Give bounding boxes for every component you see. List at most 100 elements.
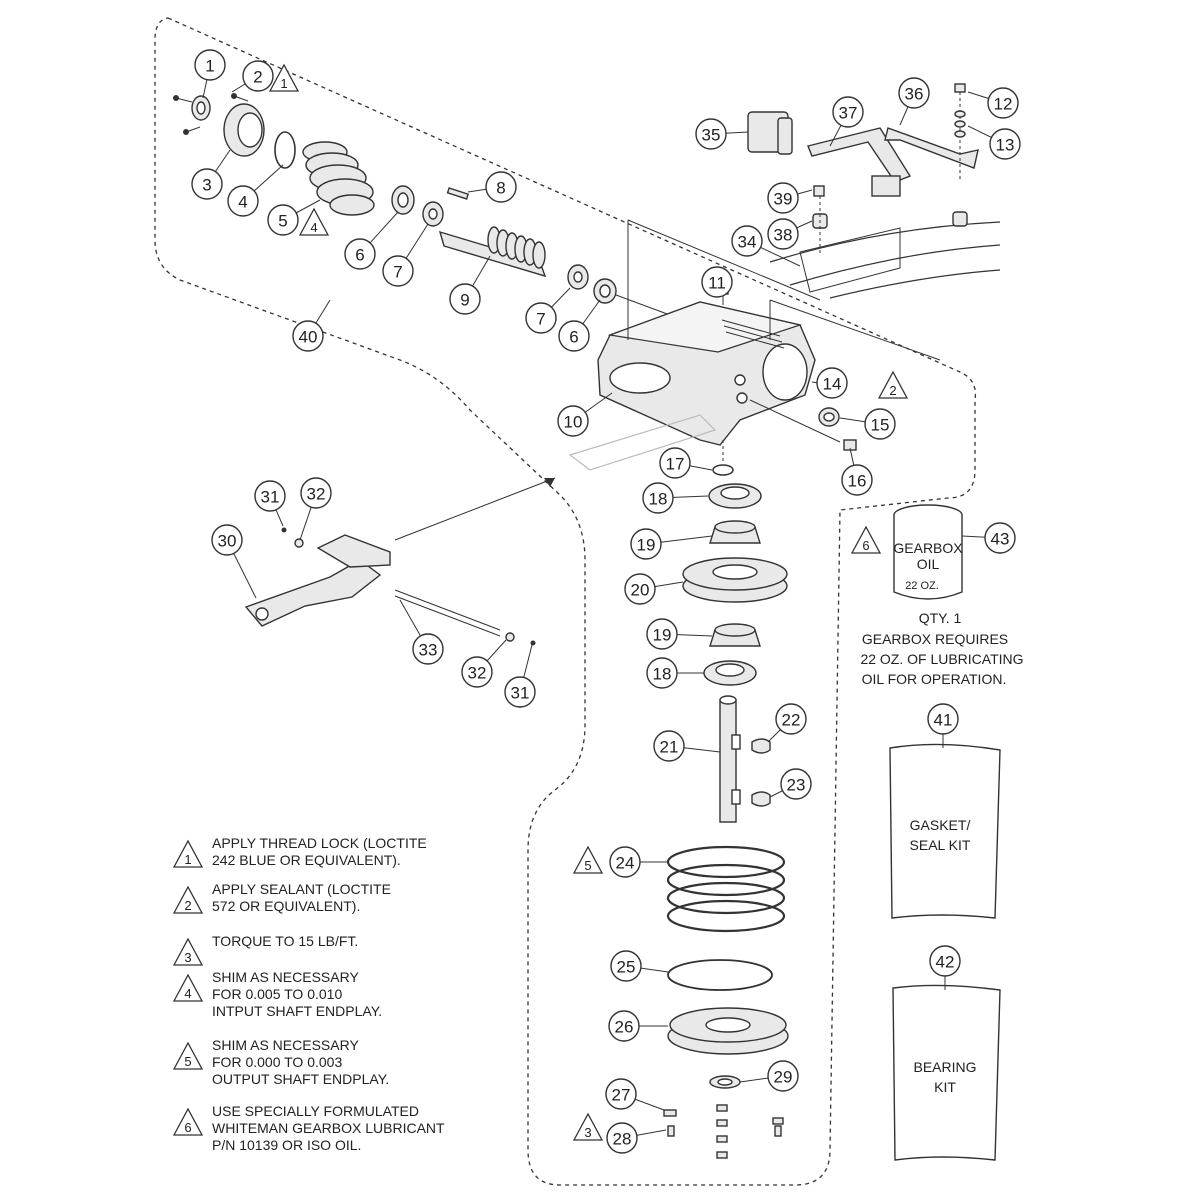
callout-circle [767, 1060, 799, 1092]
note-triangle-1: 1 [172, 839, 204, 868]
callout-27: 27 [605, 1078, 665, 1111]
callout-circle [558, 320, 590, 352]
callout-circle [989, 128, 1021, 160]
callout-circle [816, 367, 848, 399]
oil-desc-1: GEARBOX REQUIRES [862, 631, 1008, 647]
callout-number: 38 [774, 226, 793, 245]
callout-number: 18 [649, 490, 668, 509]
callout-6: 6 [558, 299, 601, 352]
callout-20: 20 [624, 573, 684, 605]
gearbox-housing [568, 301, 816, 471]
callout-circle [412, 633, 444, 665]
triangle-marker-3: 3 [572, 1112, 604, 1141]
callout-circle [767, 182, 799, 214]
callout-number: 25 [617, 958, 636, 977]
callout-21: 21 [653, 730, 721, 762]
callout-43: 43 [961, 522, 1016, 554]
callout-circle [987, 87, 1019, 119]
callout-23: 23 [769, 768, 812, 800]
gasket-kit-line1: GASKET/ [910, 817, 971, 833]
callout-circle [646, 618, 678, 650]
callout-circle [242, 60, 274, 92]
callout-29: 29 [739, 1060, 799, 1092]
callout-number: 7 [536, 310, 545, 329]
callout-18: 18 [646, 657, 704, 689]
callout-number: 36 [905, 85, 924, 104]
callout-13: 13 [967, 125, 1021, 160]
callout-circle [557, 405, 589, 437]
callout-number: 32 [307, 485, 326, 504]
callout-number: 30 [218, 532, 237, 551]
triangle-shape [850, 525, 882, 554]
callout-number: 17 [666, 455, 685, 474]
assembly-boundary [154, 17, 977, 1186]
note-line: WHITEMAN GEARBOX LUBRICANT [212, 1120, 445, 1136]
callout-19: 19 [630, 528, 713, 560]
callout-7: 7 [525, 287, 571, 334]
note-triangle-6: 6 [172, 1107, 204, 1136]
callout-number: 29 [774, 1068, 793, 1087]
callout-10: 10 [557, 392, 613, 437]
callout-number: 26 [615, 1018, 634, 1037]
callout-circle [606, 1122, 638, 1154]
oil-desc-2: 22 OZ. OF LUBRICATING [860, 651, 1023, 667]
callout-17: 17 [659, 447, 713, 479]
callout-number: 16 [848, 472, 867, 491]
note-line: P/N 10139 OR ISO OIL. [212, 1137, 361, 1153]
triangle-shape [172, 973, 204, 1002]
triangle-shape [298, 207, 330, 236]
worm-thread [487, 226, 546, 269]
triangle-shape [877, 370, 909, 399]
callout-circle [461, 656, 493, 688]
callout-circle [864, 408, 896, 440]
callout-number: 5 [278, 212, 287, 231]
callout-number: 34 [738, 233, 757, 252]
callout-circle [775, 703, 807, 735]
note-line: 242 BLUE OR EQUIVALENT). [212, 852, 401, 868]
input-shaft-group [173, 93, 671, 316]
triangle-shape [572, 1112, 604, 1141]
triangle-number: 2 [889, 383, 896, 398]
callout-31: 31 [504, 644, 536, 708]
callout-1: 1 [194, 49, 226, 99]
triangle-number: 4 [310, 220, 317, 235]
callout-circle [344, 238, 376, 270]
lever-arm-group [244, 477, 556, 646]
gasket-kit-line2: SEAL KIT [910, 837, 971, 853]
note-line: INTPUT SHAFT ENDPLAY. [212, 1003, 382, 1019]
shim-stack [302, 141, 375, 216]
callout-layer: 1234567896710111213141516171819201918212… [191, 49, 1021, 1154]
callout-35: 35 [695, 118, 749, 150]
callout-15: 15 [839, 408, 896, 440]
triangle-number: 1 [184, 852, 191, 867]
callout-number: 19 [637, 536, 656, 555]
callout-circle [382, 255, 414, 287]
triangle-number: 2 [184, 898, 191, 913]
triangle-number: 6 [184, 1120, 191, 1135]
callout-circle [605, 1078, 637, 1110]
callout-number: 41 [934, 711, 953, 730]
callout-12: 12 [967, 87, 1019, 119]
note-line: 572 OR EQUIVALENT). [212, 898, 360, 914]
callout-circle [608, 1010, 640, 1042]
callout-number: 20 [631, 581, 650, 600]
callout-circle [653, 730, 685, 762]
triangle-number: 5 [584, 858, 591, 873]
callout-2: 2 [231, 60, 274, 93]
callout-number: 39 [774, 190, 793, 209]
callout-number: 3 [202, 176, 211, 195]
callout-circle [194, 49, 226, 81]
callout-number: 19 [653, 626, 672, 645]
callout-number: 31 [511, 684, 530, 703]
triangle-shape [172, 937, 204, 966]
callout-circle [646, 657, 678, 689]
oil-can: GEARBOX OIL 22 OZ. [893, 504, 963, 600]
callout-circle [832, 96, 864, 128]
callout-number: 6 [355, 246, 364, 265]
